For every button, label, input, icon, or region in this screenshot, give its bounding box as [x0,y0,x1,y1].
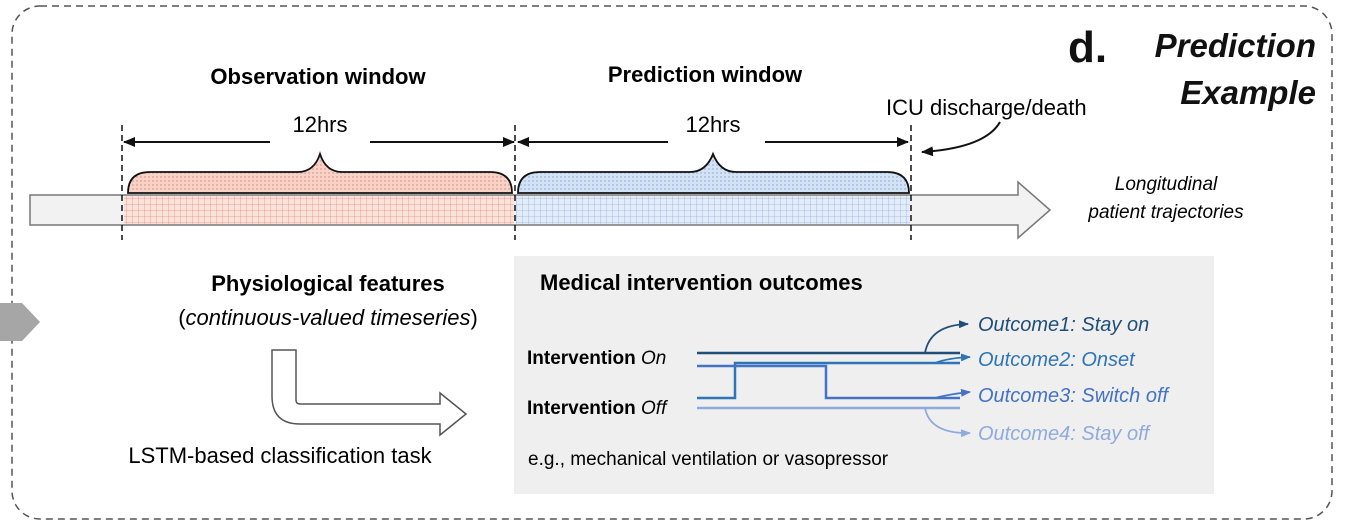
observation-band [124,196,514,224]
outcome4-arrow [924,407,971,438]
observation-duration: 12hrs [292,112,347,137]
outcome2-arrow [934,353,971,364]
panel-label-letter: d. [1068,23,1107,72]
features-subtitle: (continuous-valued timeseries) [178,305,478,330]
outcome3-arrow [934,388,971,399]
incoming-arrow-icon [0,303,40,341]
intervention-on-label: Intervention On [527,348,666,369]
observation-brace [127,151,513,194]
prediction-brace [517,151,910,194]
outcome1-label: Outcome1: Stay on [978,314,1149,336]
prediction-window-label: Prediction window [608,62,803,87]
task-bent-arrow [271,349,468,437]
outcome4-label: Outcome4: Stay off [978,423,1152,445]
observation-window-label: Observation window [210,64,426,89]
prediction-band [516,196,910,224]
outcome1-arrow [924,320,969,354]
trajectory-label-line1: Longitudinal [1115,174,1218,195]
intervention-off-label: Intervention Off [527,398,668,419]
outcome3-label: Outcome3: Switch off [978,385,1171,407]
outcomes-box [514,256,1214,494]
features-title: Physiological features [211,271,445,296]
prediction-duration: 12hrs [685,112,740,137]
panel-frame [11,5,1333,520]
trajectory-label-line2: patient trajectories [1087,202,1244,223]
line-onset [697,361,960,400]
panel-title-line2: Example [1180,74,1316,111]
line-switch-off [697,364,960,400]
outcomes-title: Medical intervention outcomes [540,270,863,295]
outcome2-label: Outcome2: Onset [978,349,1136,371]
example-text: e.g., mechanical ventilation or vasopres… [528,449,889,470]
task-label: LSTM-based classification task [128,443,432,468]
end-event-arrow [921,121,1001,157]
panel-title-line1: Prediction [1155,27,1316,64]
end-event-label: ICU discharge/death [886,95,1087,120]
